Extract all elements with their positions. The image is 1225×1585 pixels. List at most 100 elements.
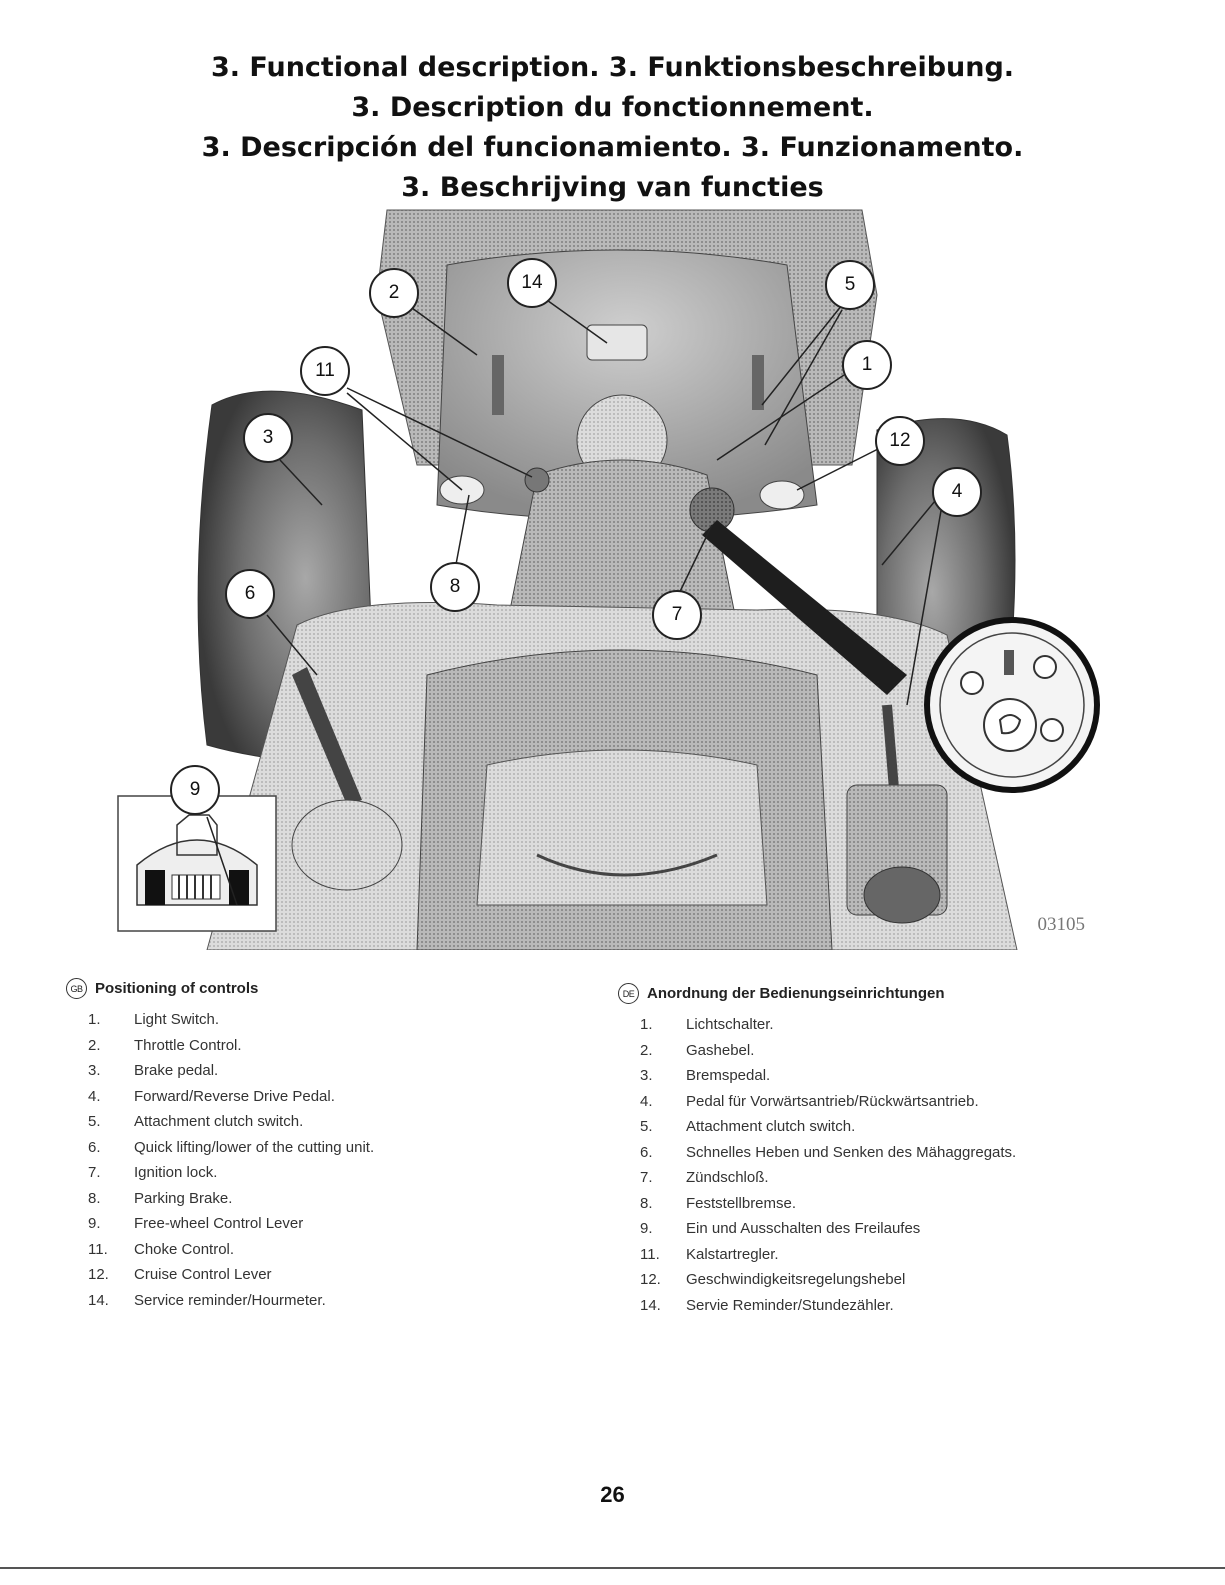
list-item: 6. Schnelles Heben und Senken des Mähaggr… xyxy=(640,1140,1138,1166)
list-item: 2. Gashebel. xyxy=(640,1038,1138,1064)
item-number: 1. xyxy=(640,1016,653,1033)
list-item: 8. Feststellbremse. xyxy=(640,1191,1138,1217)
list-item: 4. Forward/Reverse Drive Pedal. xyxy=(88,1084,566,1110)
tractor-drawing xyxy=(117,209,1100,950)
item-number: 2. xyxy=(640,1041,653,1059)
callout-9: 9 xyxy=(170,765,220,815)
item-number: 4. xyxy=(88,1087,101,1105)
item-number: 7. xyxy=(640,1169,653,1186)
list-item: 9. Ein und Ausschalten des Freilaufes xyxy=(640,1216,1138,1242)
item-text: Gashebel. xyxy=(686,1041,755,1059)
callout-7: 7 xyxy=(652,590,702,640)
item-text: Pedal für Vorwärtsantrieb/Rückwärtsantri… xyxy=(686,1092,979,1110)
item-text: Ein und Ausschalten des Freilaufes xyxy=(686,1220,921,1237)
item-text: Brake pedal. xyxy=(134,1062,219,1079)
page-title-block: 3. Functional description. 3. Funktionsb… xyxy=(0,48,1225,208)
controls-illustration: 2 14 5 11 1 3 12 4 8 6 7 9 03105 xyxy=(117,205,1107,950)
item-text: Quick lifting/lower of the cutting unit. xyxy=(134,1138,375,1156)
callout-4: 4 xyxy=(932,467,982,517)
item-text: Forward/Reverse Drive Pedal. xyxy=(134,1087,335,1105)
controls-list-gb: 1. Light Switch. 2.Throttle Control. 3. Br… xyxy=(66,1007,566,1313)
language-badge-de: DE xyxy=(618,983,639,1004)
section-heading: DE Anordnung der Bedienungseinrichtungen xyxy=(618,983,1138,1004)
list-item: 12. Cruise Control Lever xyxy=(88,1262,566,1288)
figure-code: 03105 xyxy=(1037,914,1086,935)
list-item: 8. Parking Brake. xyxy=(88,1186,566,1212)
callout-2: 2 xyxy=(369,268,419,318)
list-item: 1. Light Switch. xyxy=(88,1007,566,1033)
item-text: Choke Control. xyxy=(134,1240,235,1258)
item-number: 12. xyxy=(640,1271,661,1288)
list-item: 3. Brake pedal. xyxy=(88,1058,566,1084)
list-item: 7. Zündschloß. xyxy=(640,1165,1138,1191)
item-number: 8. xyxy=(640,1194,653,1212)
item-text: Attachment clutch switch. xyxy=(686,1118,856,1135)
section-de: DE Anordnung der Bedienungseinrichtungen… xyxy=(618,983,1138,1318)
item-number: 6. xyxy=(88,1138,101,1156)
list-item: 14.Service reminder/Hourmeter. xyxy=(88,1288,566,1314)
item-text: Lichtschalter. xyxy=(686,1016,774,1033)
list-item: 14. Servie Reminder/Stundezähler. xyxy=(640,1293,1138,1319)
item-text: Feststellbremse. xyxy=(686,1194,797,1212)
item-number: 3. xyxy=(640,1067,653,1084)
item-text: Servie Reminder/Stundezähler. xyxy=(686,1296,894,1314)
item-number: 9. xyxy=(88,1215,101,1232)
item-text: Ignition lock. xyxy=(134,1164,218,1181)
list-item: 7. Ignition lock. xyxy=(88,1160,566,1186)
list-item: 12.Geschwindigkeitsregelungshebel xyxy=(640,1267,1138,1293)
callout-12: 12 xyxy=(875,416,925,466)
callout-3: 3 xyxy=(243,413,293,463)
item-number: 2. xyxy=(88,1036,101,1054)
item-number: 5. xyxy=(640,1118,653,1135)
item-text: Kalstartregler. xyxy=(686,1245,779,1263)
callout-6: 6 xyxy=(225,569,275,619)
item-number: 1. xyxy=(88,1011,101,1028)
title-line: 3. Functional description. 3. Funktionsb… xyxy=(210,52,1015,83)
list-item: 9. Free-wheel Control Lever xyxy=(88,1211,566,1237)
item-text: Zündschloß. xyxy=(686,1169,769,1186)
page-bottom-rule xyxy=(0,1567,1225,1569)
callout-1: 1 xyxy=(842,340,892,390)
item-text: Bremspedal. xyxy=(686,1067,771,1084)
title-line: 3. Beschrijving van functies xyxy=(401,172,824,203)
list-item: 5. Attachment clutch switch. xyxy=(88,1109,566,1135)
item-number: 4. xyxy=(640,1092,653,1110)
controls-list-de: 1. Lichtschalter. 2. Gashebel. 3. Bremspeda… xyxy=(618,1012,1138,1318)
section-heading-text: Positioning of controls xyxy=(95,980,259,997)
item-number: 6. xyxy=(640,1143,653,1161)
list-item: 11. Kalstartregler. xyxy=(640,1242,1138,1268)
item-number: 11. xyxy=(640,1245,660,1263)
list-item: 3. Bremspedal. xyxy=(640,1063,1138,1089)
item-text: Schnelles Heben und Senken des Mähaggreg… xyxy=(686,1143,1017,1161)
section-heading: GB Positioning of controls xyxy=(66,978,566,999)
list-item: 2.Throttle Control. xyxy=(88,1033,566,1059)
callout-11: 11 xyxy=(300,346,350,396)
list-item: 4. Pedal für Vorwärtsantrieb/Rückwärtsant… xyxy=(640,1089,1138,1115)
callout-14: 14 xyxy=(507,258,557,308)
callout-8: 8 xyxy=(430,562,480,612)
item-number: 3. xyxy=(88,1062,101,1079)
item-number: 5. xyxy=(88,1113,101,1130)
page-number: 26 xyxy=(600,1482,625,1507)
item-text: Light Switch. xyxy=(134,1011,220,1028)
list-item: 5. Attachment clutch switch. xyxy=(640,1114,1138,1140)
item-number: 9. xyxy=(640,1220,653,1237)
item-number: 12. xyxy=(88,1266,109,1283)
section-gb: GB Positioning of controls 1. Light Switc… xyxy=(66,978,566,1313)
item-text: Cruise Control Lever xyxy=(134,1266,272,1283)
item-number: 8. xyxy=(88,1189,101,1207)
item-number: 7. xyxy=(88,1164,101,1181)
item-number: 14. xyxy=(640,1296,661,1314)
list-item: 6. Quick lifting/lower of the cutting uni… xyxy=(88,1135,566,1161)
list-item: 11. Choke Control. xyxy=(88,1237,566,1263)
title-line: 3. Description du fonctionnement. xyxy=(351,92,874,123)
callout-5: 5 xyxy=(825,260,875,310)
item-text: Attachment clutch switch. xyxy=(134,1113,304,1130)
item-number: 11. xyxy=(88,1240,108,1258)
item-text: Parking Brake. xyxy=(134,1189,233,1207)
item-text: Service reminder/Hourmeter. xyxy=(134,1291,326,1309)
title-line: 3. Descripción del funcionamiento. 3. Fu… xyxy=(201,132,1024,163)
list-item: 1. Lichtschalter. xyxy=(640,1012,1138,1038)
language-badge-gb: GB xyxy=(66,978,87,999)
item-text: Free-wheel Control Lever xyxy=(134,1215,304,1232)
